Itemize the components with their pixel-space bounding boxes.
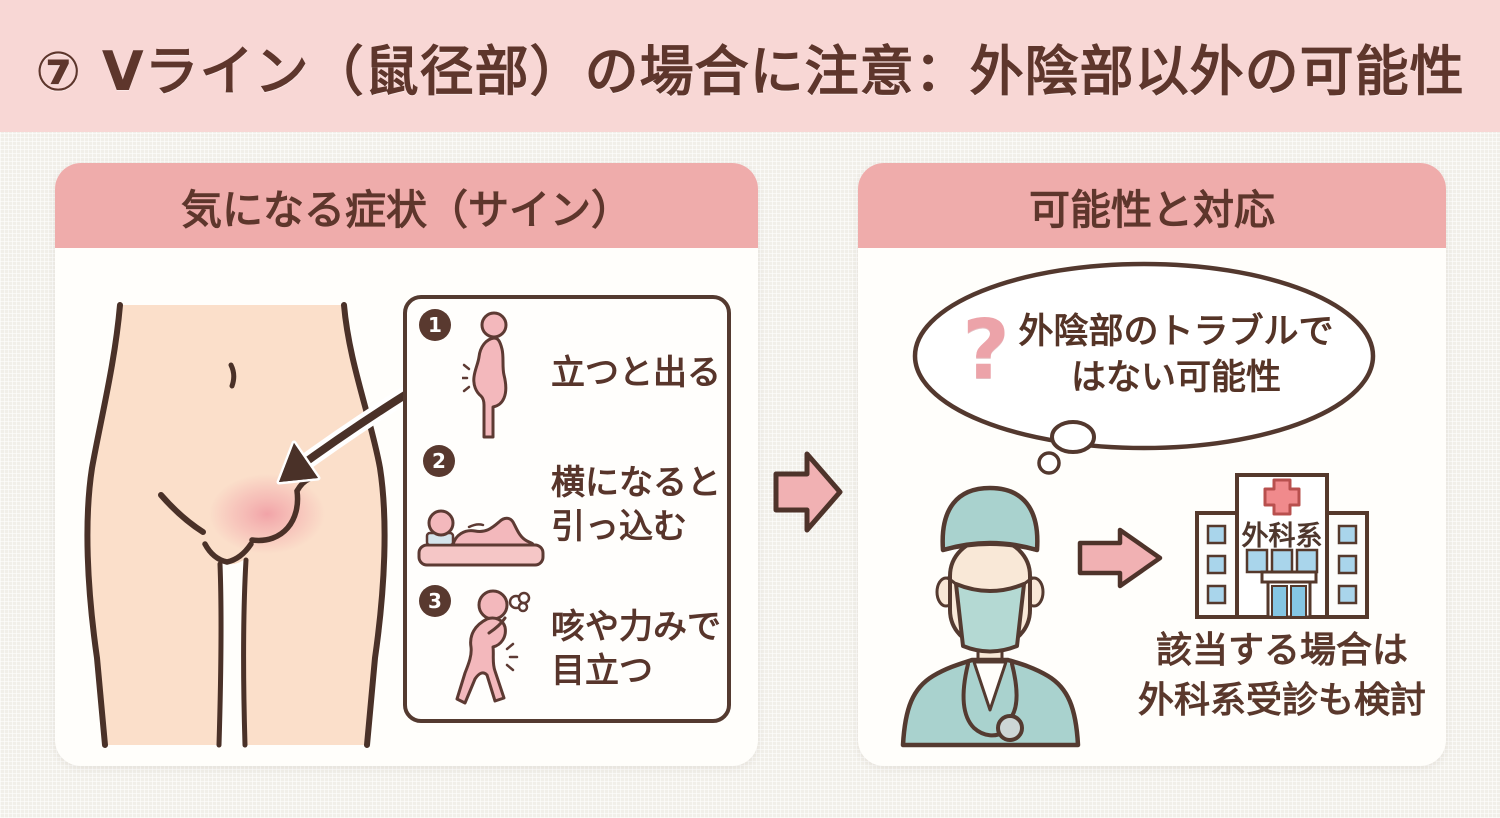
stethoscope-chestpiece [996,714,1024,742]
bikini-line-left [158,492,206,535]
symptom-2-line1: 横になると [551,463,721,503]
possibility-panel: 可能性と対応 [858,163,1446,766]
number-badge-2: 2 [423,445,455,477]
number-badge-1: 1 [419,309,451,341]
standing-person-icon [462,311,508,439]
lying-person-icon [417,509,545,567]
referral-arrow-icon [1077,527,1163,589]
title-banner: ⑦ Vライン（鼠径部）の場合に注意：外陰部以外の可能性 [0,0,1500,132]
hospital-building-icon [1195,473,1369,619]
thought-bubble-text: 外陰部のトラブルで はない可能性 [1006,309,1346,401]
red-cross-icon [1263,478,1301,516]
thought-line1: 外陰部のトラブルで [1018,312,1334,352]
coughing-person-icon [455,589,531,705]
possibility-panel-title: 可能性と対応 [1029,185,1275,234]
panel-connector-arrow-icon [773,451,843,533]
thought-line2: はない可能性 [1070,358,1281,398]
symptom-2-label: 横になると 引っ込む [551,461,721,549]
symptom-3-line2: 目立つ [551,651,653,691]
thought-bubble [912,261,1376,475]
navel-line [228,362,237,389]
groin-body-illustration [84,302,414,748]
symptoms-panel: 気になる症状（サイン） [55,163,758,766]
surgeon-doctor-illustration [900,485,1081,748]
advice-caption: 該当する場合は 外科系受診も検討 [1092,626,1446,726]
symptom-3-line1: 咳や力みで [551,607,721,647]
bump-pointer-arrow [276,386,414,485]
advice-line2: 外科系受診も検討 [1137,680,1426,721]
question-mark: ? [962,303,1010,398]
number-badge-3: 3 [419,585,451,617]
symptoms-panel-title: 気になる症状（サイン） [181,185,632,234]
symptom-2-line2: 引っ込む [551,507,687,547]
symptom-1-label: 立つと出る [551,353,721,393]
page-title: ⑦ Vライン（鼠径部）の場合に注意：外陰部以外の可能性 [35,39,1465,103]
symptom-list-box: 1 立つと出る 2 横になると 引っ込む [403,295,731,723]
advice-line1: 該当する場合は [1155,630,1408,671]
symptom-3-label: 咳や力みで 目立つ [551,605,721,693]
possibility-illustration [900,261,1376,748]
hospital-sign-label: 外科系 [1241,521,1323,552]
possibility-panel-header: 可能性と対応 [858,163,1446,248]
symptoms-panel-header: 気になる症状（サイン） [55,163,758,248]
